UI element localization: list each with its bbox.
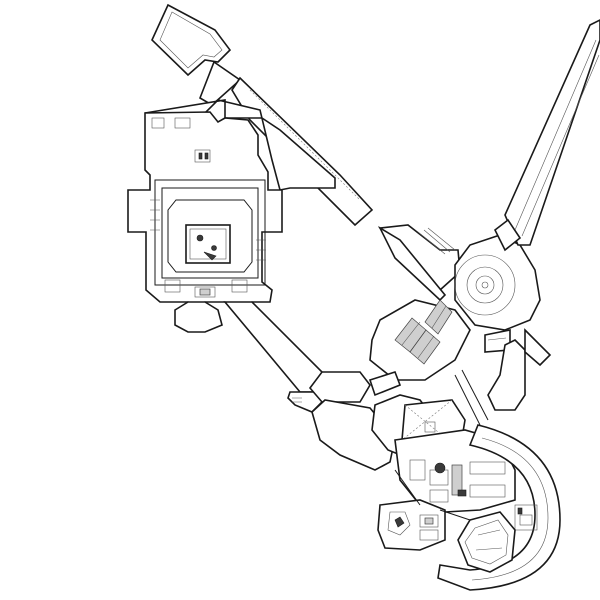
lower-corridors (394, 369, 489, 521)
southwest-gallery (223, 301, 332, 413)
main-porch (174, 301, 223, 333)
southwest-annex (377, 499, 446, 551)
southeast-crescent (437, 424, 561, 591)
central-hall (369, 299, 511, 381)
north-pavilion (151, 3, 232, 77)
south-service-block (394, 429, 516, 513)
south-octagon (457, 511, 516, 573)
main-block (127, 99, 336, 312)
east-wing (487, 328, 552, 411)
east-stair-hall (378, 224, 461, 302)
rotunda (454, 234, 541, 331)
northeast-ramp (493, 19, 600, 252)
